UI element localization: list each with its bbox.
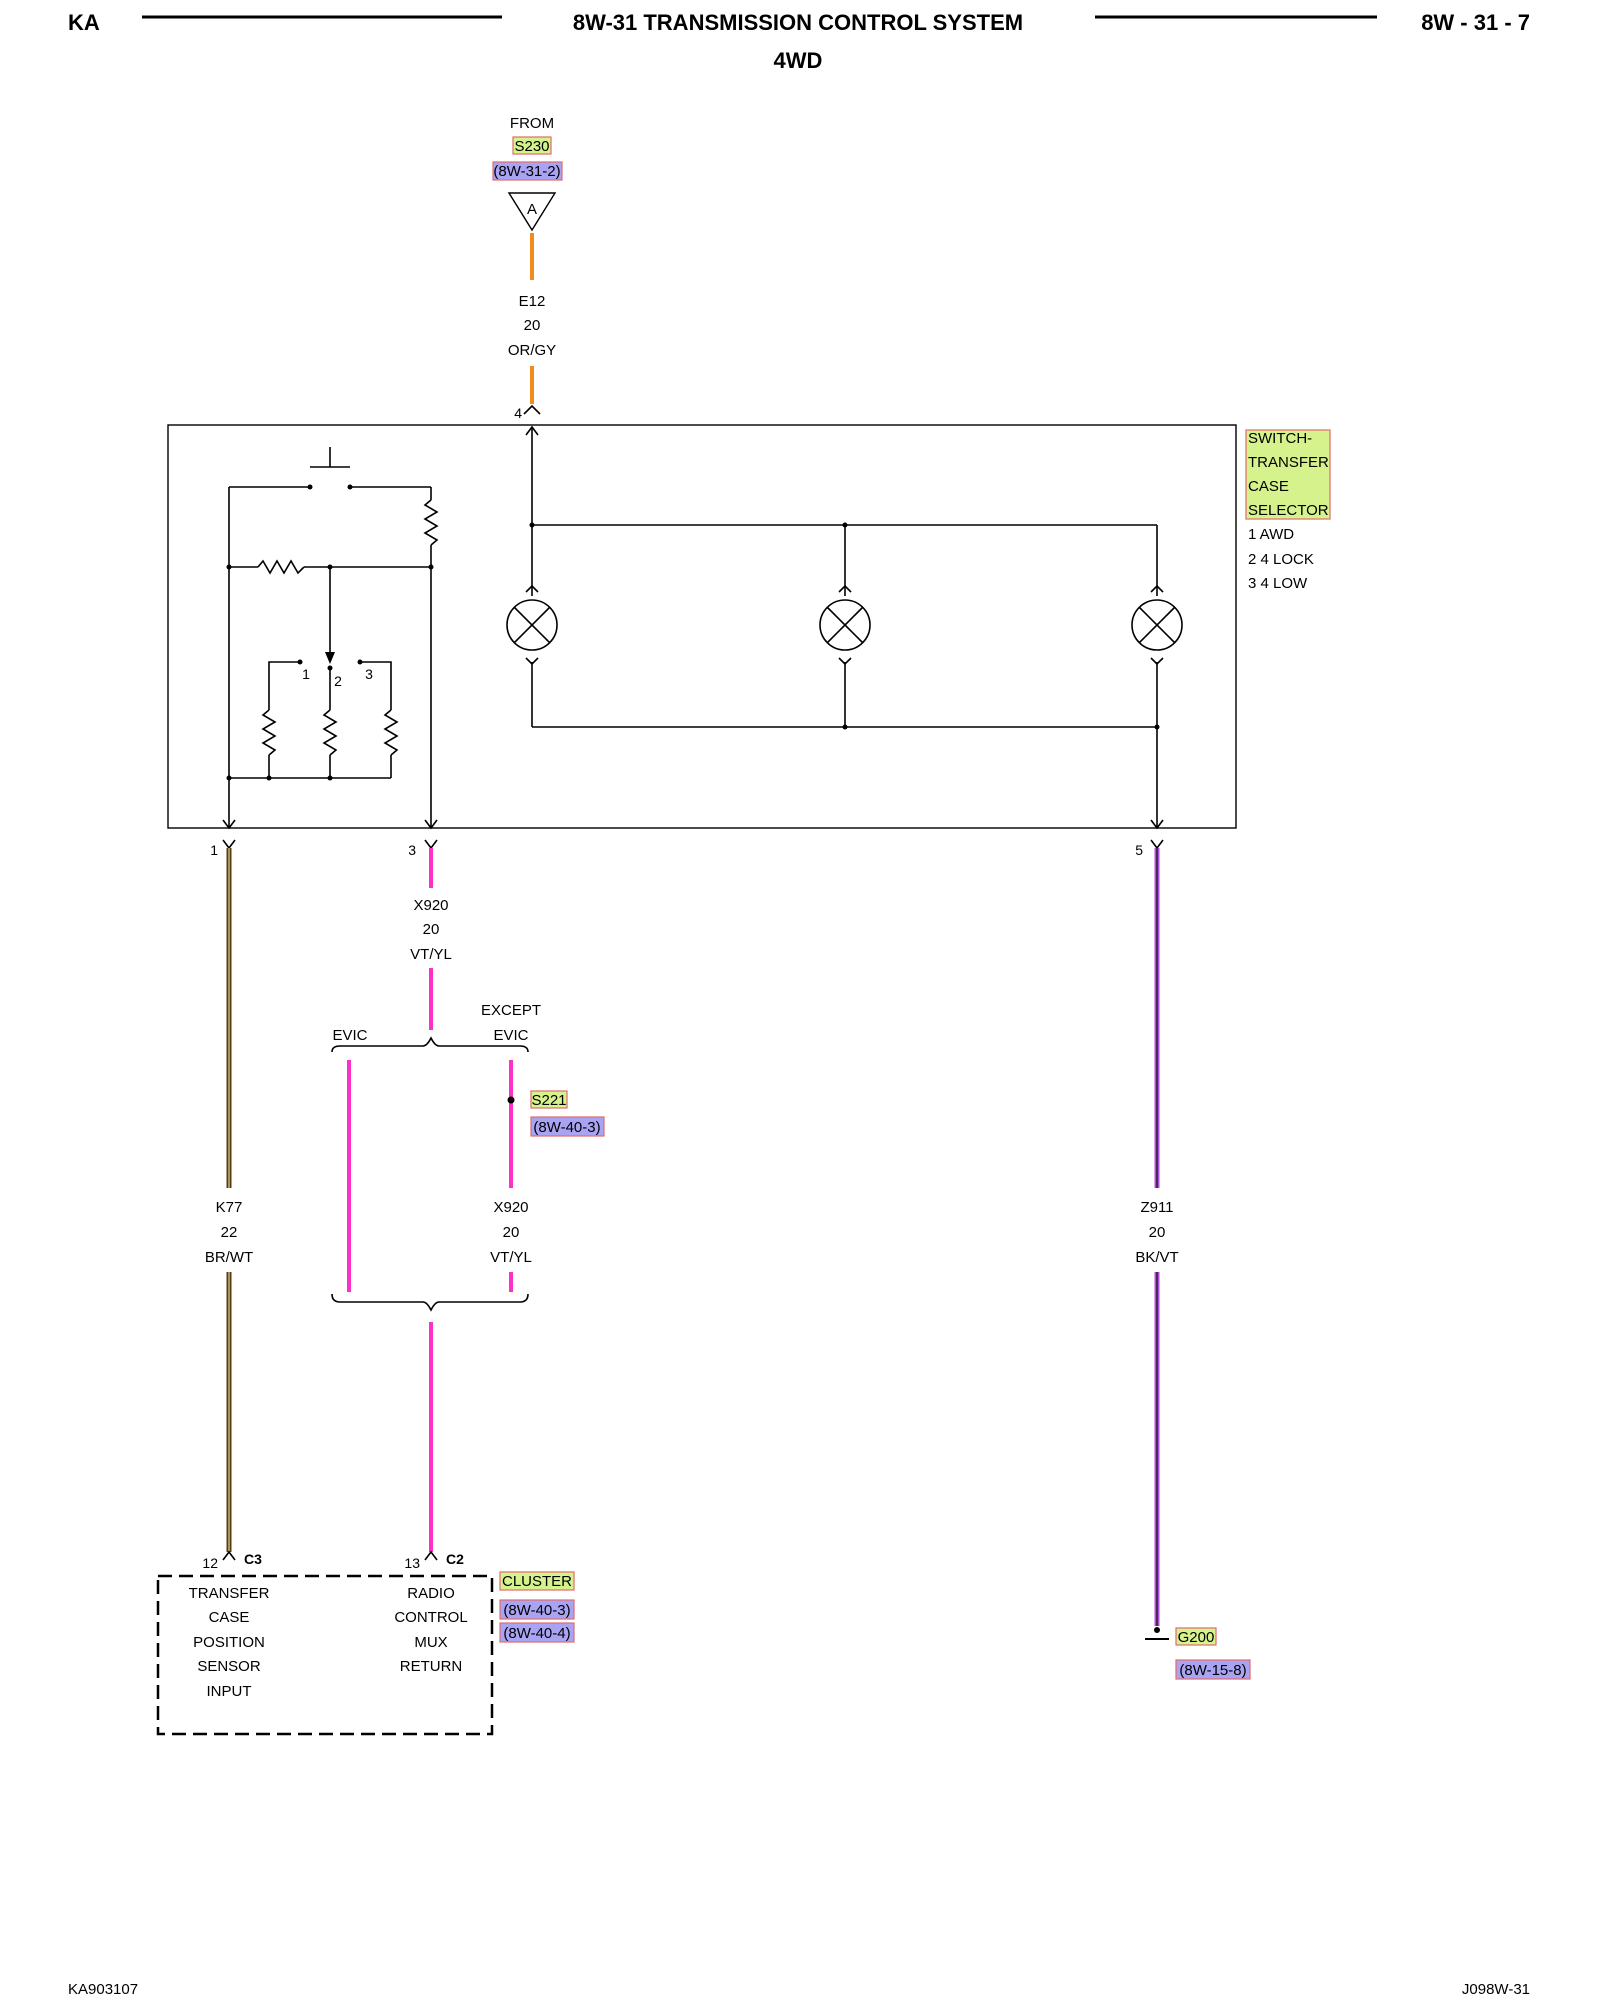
cluster-left-func-5: INPUT [207,1683,252,1700]
cluster-left-func-4: SENSOR [197,1658,261,1675]
g200-ground-dot [1154,1627,1160,1633]
indicator-lamp-circuit [506,425,1183,830]
cluster-name-link[interactable]: CLUSTER [502,1573,572,1590]
wire-x920-top-color: VT/YL [410,946,452,963]
page-title: 8W-31 TRANSMISSION CONTROL SYSTEM [573,10,1023,35]
s230-highlight [512,136,552,155]
cluster-box [156,1574,494,1736]
page-subtitle: 4WD [774,48,823,73]
contact-label-3: 3 [365,666,373,682]
cluster-ref2-link[interactable]: (8W-40-4) [503,1625,570,1642]
cluster-left-func-3: POSITION [193,1634,265,1651]
switch-name-line-4[interactable]: SELECTOR [1248,502,1329,519]
cluster-pin-13: 13 [404,1555,420,1571]
pin-4-label: 4 [514,405,522,421]
cluster-c2-label: C2 [446,1551,464,1567]
cluster-left-func-1: TRANSFER [189,1585,270,1602]
wire-e12-color: OR/GY [508,342,556,359]
g200-highlight [1175,1627,1217,1646]
pin-3-label: 3 [408,842,416,858]
switch-name-line-2[interactable]: TRANSFER [1248,454,1329,471]
lamp-4low-icon [1131,584,1183,666]
selector-resistor-network [222,447,439,830]
branch-except-line1: EXCEPT [481,1002,541,1019]
footer-left: KA903107 [68,1981,138,1998]
pin-1-label: 1 [210,842,218,858]
switch-name-line-1[interactable]: SWITCH- [1248,430,1312,447]
lamp-awd-icon [506,584,558,666]
s221-highlight [530,1090,568,1109]
cluster-left-func-2: CASE [209,1609,250,1626]
contact-label-2: 2 [334,673,342,689]
wire-x920-lower-gauge: 20 [503,1224,520,1241]
wire-e12-circuit: E12 [519,293,546,310]
pin-5-connector [1150,839,1164,850]
branch-brace-top [331,1036,529,1053]
pin-3-connector [424,839,438,850]
header-left-code: KA [68,10,100,35]
branch-evic-label: EVIC [332,1027,367,1044]
switch-name-line-3[interactable]: CASE [1248,478,1289,495]
page-ref: 8W - 31 - 7 [1421,10,1530,35]
from-label: FROM [510,115,554,132]
wire-x920-top-gauge: 20 [423,921,440,938]
s230-link[interactable]: S230 [514,138,549,155]
lamp-4lock-icon [819,584,871,666]
cluster-pin-12: 12 [202,1555,218,1571]
wire-e12-gauge: 20 [524,317,541,334]
cluster-right-func-1: RADIO [407,1585,455,1602]
cluster-ref1-highlight [499,1599,575,1620]
switch-box [167,424,1237,829]
wire-z911-circuit: Z911 [1140,1199,1173,1216]
wire-k77-circuit: K77 [216,1199,243,1216]
wire-x920 [347,848,513,1552]
wire-x920-lower-circuit: X920 [493,1199,528,1216]
pin-5-label: 5 [1135,842,1143,858]
wire-x920-lower-color: VT/YL [490,1249,532,1266]
s221-link[interactable]: S221 [531,1092,566,1109]
s230-ref-link[interactable]: (8W-31-2) [493,163,560,180]
switch-position-3: 3 4 LOW [1248,575,1308,592]
cluster-right-func-3: MUX [414,1634,447,1651]
wire-k77-gauge: 22 [221,1224,238,1241]
switch-position-2: 2 4 LOCK [1248,551,1314,568]
cluster-ref2-highlight [499,1622,575,1643]
footer-right: J098W-31 [1462,1981,1530,1998]
cluster-ref1-link[interactable]: (8W-40-3) [503,1602,570,1619]
pin-1-connector [222,839,236,850]
cluster-c3-label: C3 [244,1551,262,1567]
cluster-c3-connector [222,1550,236,1561]
switch-name-highlight [1245,429,1331,520]
contact-label-1: 1 [302,666,310,682]
branch-except-line2: EVIC [493,1027,528,1044]
s221-ref-link[interactable]: (8W-40-3) [533,1119,600,1136]
cluster-name-highlight [499,1571,575,1591]
g200-ref-link[interactable]: (8W-15-8) [1179,1662,1246,1679]
wire-k77-color: BR/WT [205,1249,253,1266]
connector-a-letter: A [527,201,537,218]
g200-ref-highlight [1175,1659,1251,1680]
branch-brace-bottom [331,1293,529,1312]
pin-4-connector [523,404,541,415]
wire-x920-top-circuit: X920 [413,897,448,914]
s221-splice-dot [507,1096,515,1104]
connector-a-triangle [507,192,557,232]
cluster-right-func-2: CONTROL [394,1609,467,1626]
s230-ref-highlight [492,161,563,181]
wire-z911-color: BK/VT [1135,1249,1178,1266]
g200-link[interactable]: G200 [1178,1629,1215,1646]
switch-position-1: 1 AWD [1248,526,1294,543]
wire-z911-gauge: 20 [1149,1224,1166,1241]
cluster-c2-connector [424,1550,438,1561]
cluster-right-func-4: RETURN [400,1658,463,1675]
s221-ref-highlight [530,1116,605,1137]
